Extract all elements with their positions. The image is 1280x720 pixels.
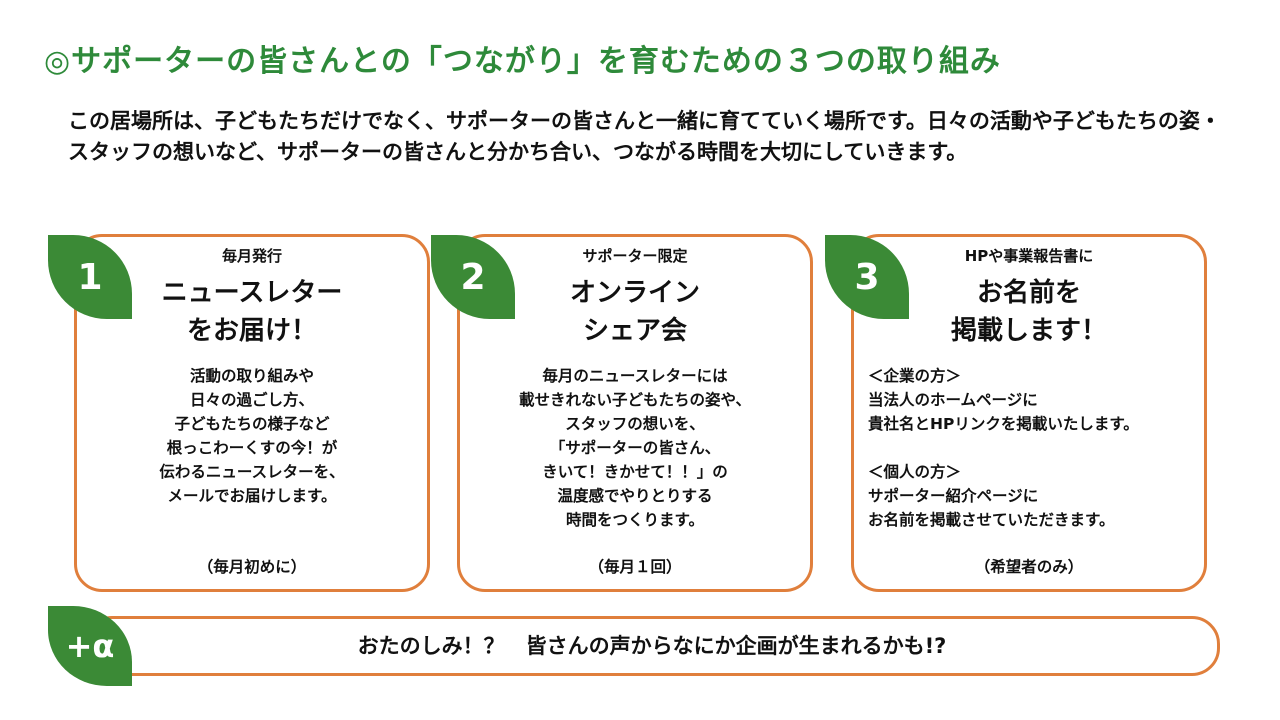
card-heading-line: 掲載します！ [950, 316, 1107, 346]
card-body-line: 貴社名とHPリンクを掲載いたします。 [868, 415, 1139, 433]
card-heading: ニュースレターをお届け！ [77, 274, 427, 350]
intro-text: この居場所は、子どもたちだけでなく、サポーターの皆さんと一緒に育てていく場所です… [68, 109, 1221, 164]
card-body-line: 「サポーターの皆さん、 [549, 439, 721, 457]
card-heading-line: お名前を [976, 278, 1081, 308]
card-body-line: 伝わるニュースレターを、 [159, 463, 345, 481]
card-body: ＜企業の方＞ 当法人のホームページに貴社名とHPリンクを掲載いたします。 ＜個人の方… [854, 364, 1204, 532]
card-body-line: 時間をつくります。 [566, 511, 704, 529]
card-body-line: 活動の取り組みや [189, 367, 314, 385]
card-body-line: ＜個人の方＞ [868, 463, 962, 481]
card-body-line: 子どもたちの様子など [174, 415, 330, 433]
card-heading-line: をお届け！ [186, 316, 317, 346]
card-body: 活動の取り組みや日々の過ごし方、子どもたちの様子など根っこわーくすの今！が伝わる… [77, 364, 427, 508]
card-heading: オンラインシェア会 [460, 274, 810, 350]
page-title: ◎サポーターの皆さんとの「つながり」を育むための３つの取り組み [44, 44, 1001, 79]
card-body-line [868, 436, 1204, 460]
card-body-line: 載せきれない子どもたちの姿や、 [518, 391, 752, 409]
card-heading: お名前を掲載します！ [854, 274, 1204, 350]
card-note: （毎月１回） [588, 558, 682, 576]
card-note: （毎月初めに） [197, 558, 307, 576]
card-3: HPや事業報告書にお名前を掲載します！ ＜企業の方＞ 当法人のホームページに貴社名と… [851, 234, 1207, 592]
card-body-line: 根っこわーくすの今！が [166, 439, 338, 457]
card-body-line: メールでお届けします。 [167, 487, 337, 505]
card-tag: サポーター限定 [582, 247, 688, 265]
card-heading-line: シェア会 [582, 316, 687, 346]
card-body-line: ＜企業の方＞ [868, 367, 962, 385]
card-body-line: きいて！きかせて！！」の [542, 463, 728, 481]
card-2: サポーター限定オンラインシェア会毎月のニュースレターには載せきれない子どもたちの… [457, 234, 813, 592]
card-body-line: お名前を掲載させていただきます。 [868, 511, 1115, 529]
card-1: 毎月発行ニュースレターをお届け！ 活動の取り組みや日々の過ごし方、子どもたちの様子… [74, 234, 430, 592]
card-body-line: サポーター紹介ページに [868, 487, 1039, 505]
extra-banner: おたのしみ！？ 皆さんの声からなにか企画が生まれるかも!? [84, 616, 1220, 676]
card-heading-line: ニュースレター [161, 278, 343, 308]
extra-text: おたのしみ！？ 皆さんの声からなにか企画が生まれるかも!? [357, 634, 947, 658]
card-tag: HPや事業報告書に [964, 247, 1094, 265]
card-tag: 毎月発行 [221, 247, 282, 265]
card-body-line: 毎月のニュースレターには [542, 367, 728, 385]
card-body-line: 温度感でやりとりする [557, 487, 713, 505]
card-body-line: 日々の過ごし方、 [189, 391, 314, 409]
card-note: （希望者のみ） [974, 558, 1084, 576]
card-heading-line: オンライン [569, 278, 700, 308]
card-body-line: スタッフの想いを、 [565, 415, 705, 433]
card-body: 毎月のニュースレターには載せきれない子どもたちの姿や、スタッフの想いを、「サポー… [460, 364, 810, 532]
card-body-line: 当法人のホームページに [868, 391, 1038, 409]
